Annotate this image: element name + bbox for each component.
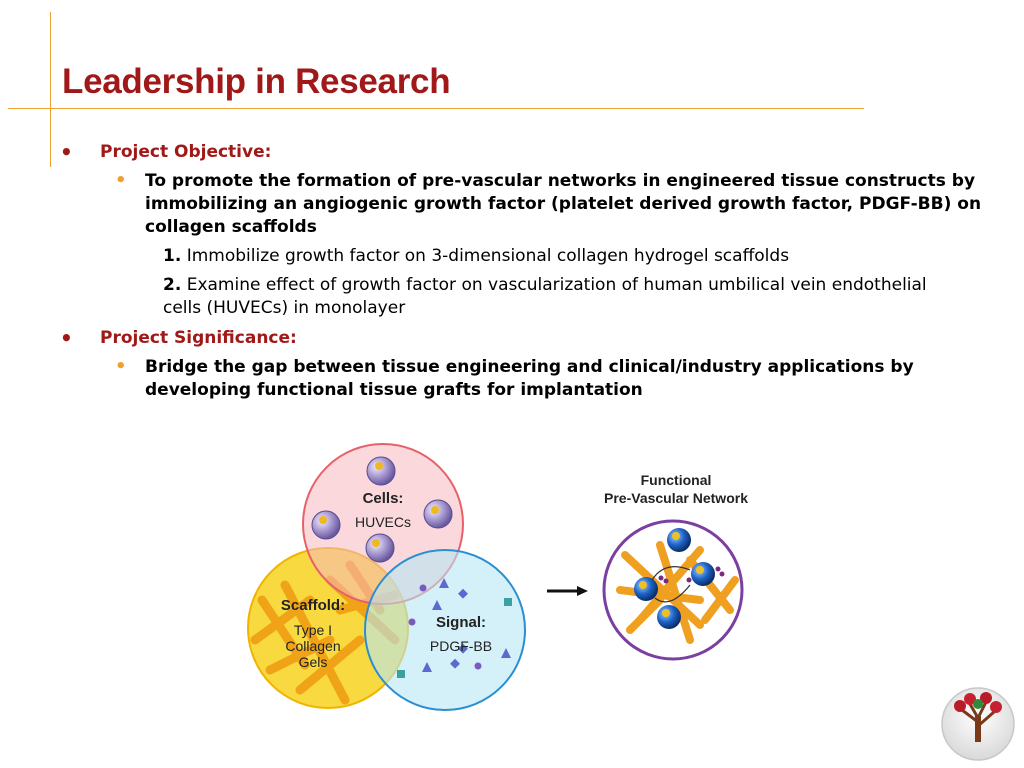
aim-2-number: 2. xyxy=(163,275,182,295)
objective-statement-bullet: • To promote the formation of pre-vascul… xyxy=(115,170,985,239)
aim-1: 1. Immobilize growth factor on 3-dimensi… xyxy=(163,245,963,268)
tree-icon xyxy=(954,692,1002,742)
network-cells xyxy=(634,528,725,629)
bullet-icon: • xyxy=(60,140,73,164)
network-fibers xyxy=(616,541,739,644)
pdgf-molecules xyxy=(397,578,512,678)
scaffold-label: Scaffold: xyxy=(281,597,345,614)
result-label-line-2: Pre-Vascular Network xyxy=(604,490,748,506)
arrow-right-icon xyxy=(547,586,588,596)
scaffold-line-2: Collagen xyxy=(285,638,340,654)
cells-sublabel: HUVECs xyxy=(355,514,411,530)
lab-logo xyxy=(941,687,1015,761)
aim-2-text: Examine effect of growth factor on vascu… xyxy=(163,275,927,318)
significance-statement-bullet: • Bridge the gap between tissue engineer… xyxy=(115,356,985,402)
objective-statement: To promote the formation of pre-vascular… xyxy=(145,171,982,237)
slide-title: Leadership in Research xyxy=(62,62,451,101)
signal-label: Signal: xyxy=(436,614,486,631)
significance-heading: Project Significance: xyxy=(100,328,297,348)
result-label-line-1: Functional xyxy=(641,472,712,488)
signal-sublabel: PDGF-BB xyxy=(430,638,492,654)
significance-statement: Bridge the gap between tissue engineerin… xyxy=(145,357,914,400)
sub-bullet-icon: • xyxy=(115,356,127,377)
horizontal-accent-rule xyxy=(8,108,864,109)
significance-bullet: • Project Significance: xyxy=(60,326,297,350)
aim-1-text: Immobilize growth factor on 3-dimensiona… xyxy=(186,246,790,266)
objective-heading: Project Objective: xyxy=(100,142,272,162)
vertical-accent-rule xyxy=(50,12,51,167)
sub-bullet-icon: • xyxy=(115,170,127,191)
huvec-cells xyxy=(311,456,453,563)
aim-2: 2. Examine effect of growth factor on va… xyxy=(163,274,963,320)
bullet-icon: • xyxy=(60,326,73,350)
scaffold-line-3: Gels xyxy=(299,654,328,670)
cells-label: Cells: xyxy=(363,490,404,507)
objective-bullet: • Project Objective: xyxy=(60,140,272,164)
scaffold-line-1: Type I xyxy=(294,622,332,638)
aim-1-number: 1. xyxy=(163,246,182,266)
